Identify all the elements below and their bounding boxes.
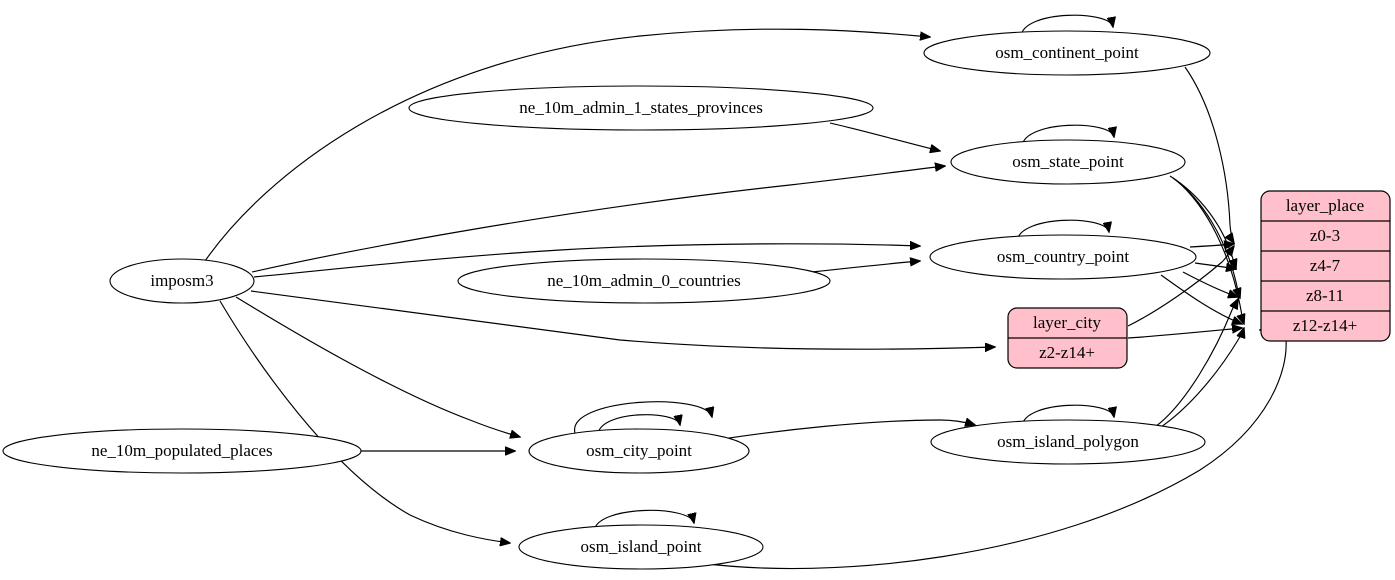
node-osm-continent-point[interactable]: osm_continent_point bbox=[923, 30, 1211, 76]
record-cell-layer-place-z4-7[interactable]: z4-7 bbox=[1310, 256, 1341, 275]
edge-osm-island-polygon-to-z12-z14 bbox=[1157, 328, 1244, 430]
selfloop-osm-island-point bbox=[593, 509, 694, 532]
node-layer: imposm3 ne_10m_admin_1_states_provinces … bbox=[2, 30, 1391, 570]
record-cell-layer-place-z12-z14[interactable]: z12-z14+ bbox=[1293, 316, 1357, 335]
node-label-ne-populated: ne_10m_populated_places bbox=[91, 441, 272, 460]
record-cell-layer-city-z2-z14[interactable]: z2-z14+ bbox=[1039, 343, 1095, 362]
node-ne-10m-populated-places[interactable]: ne_10m_populated_places bbox=[2, 428, 362, 474]
node-label-imposm3: imposm3 bbox=[150, 271, 213, 290]
selfloop-osm-continent-point bbox=[1020, 14, 1113, 37]
node-osm-city-point[interactable]: osm_city_point bbox=[528, 428, 750, 474]
node-osm-country-point[interactable]: osm_country_point bbox=[929, 234, 1197, 280]
node-label-osm-continent-point: osm_continent_point bbox=[995, 43, 1139, 62]
edge-osm-island-polygon-to-z8-11 bbox=[1154, 299, 1238, 428]
node-ne-10m-admin-1-states-provinces[interactable]: ne_10m_admin_1_states_provinces bbox=[408, 85, 874, 131]
record-cell-layer-place-z0-3[interactable]: z0-3 bbox=[1310, 226, 1340, 245]
node-label-osm-country-point: osm_country_point bbox=[997, 247, 1129, 266]
record-node-layer-city[interactable]: layer_city z2-z14+ bbox=[1007, 307, 1128, 369]
record-node-layer-place[interactable]: layer_place z0-3 z4-7 z8-11 z12-z14+ bbox=[1260, 190, 1391, 342]
selfloop-osm-state-point bbox=[1021, 124, 1114, 147]
edge-ne-countries-to-osm-country-point bbox=[811, 261, 920, 273]
edge-imposm3-to-osm-city-point bbox=[235, 296, 520, 437]
edge-imposm3-to-osm-country-point bbox=[253, 244, 920, 278]
edge-layer bbox=[204, 14, 1287, 570]
record-cell-layer-city-title: layer_city bbox=[1033, 313, 1101, 332]
edge-layer-city-to-z0-3 bbox=[1127, 246, 1234, 327]
record-cell-layer-place-title: layer_place bbox=[1286, 196, 1364, 215]
edge-osm-country-point-to-z0-3 bbox=[1189, 244, 1234, 247]
edge-imposm3-to-osm-continent-point bbox=[204, 28, 930, 262]
edge-osm-continent-point-to-z0-3 bbox=[1184, 66, 1234, 243]
edge-imposm3-to-layer-city bbox=[250, 290, 995, 349]
record-cell-layer-place-z8-11[interactable]: z8-11 bbox=[1306, 286, 1344, 305]
node-label-osm-city-point: osm_city_point bbox=[586, 441, 692, 460]
edge-imposm3-to-osm-state-point bbox=[251, 166, 945, 273]
edge-osm-country-point-to-z12-z14 bbox=[1160, 274, 1242, 324]
selfloop-osm-island-polygon bbox=[1021, 404, 1114, 427]
node-label-ne-countries: ne_10m_admin_0_countries bbox=[547, 271, 741, 290]
selfloop-osm-city-point-outer bbox=[574, 401, 712, 434]
node-label-osm-state-point: osm_state_point bbox=[1012, 152, 1124, 171]
edge-imposm3-to-osm-island-point bbox=[219, 300, 510, 543]
node-ne-10m-admin-0-countries[interactable]: ne_10m_admin_0_countries bbox=[457, 258, 831, 304]
node-osm-island-polygon[interactable]: osm_island_polygon bbox=[930, 419, 1206, 465]
node-osm-state-point[interactable]: osm_state_point bbox=[950, 139, 1186, 185]
edge-layer-city-to-z12-z14 bbox=[1127, 328, 1242, 339]
edge-osm-state-point-to-z8-11 bbox=[1172, 177, 1240, 298]
edge-osm-country-point-to-z8-11 bbox=[1182, 271, 1238, 297]
node-osm-island-point[interactable]: osm_island_point bbox=[518, 524, 764, 570]
edge-ne-states-to-osm-state-point bbox=[829, 122, 940, 151]
selfloop-osm-country-point bbox=[1016, 219, 1109, 242]
node-label-osm-island-point: osm_island_point bbox=[581, 537, 702, 556]
edge-osm-city-point-to-osm-island-polygon bbox=[715, 420, 975, 441]
node-label-ne-states: ne_10m_admin_1_states_provinces bbox=[519, 98, 763, 117]
node-label-osm-island-polygon: osm_island_polygon bbox=[997, 432, 1139, 451]
node-imposm3[interactable]: imposm3 bbox=[109, 258, 255, 304]
selfloop-osm-city-point-inner bbox=[597, 414, 680, 435]
